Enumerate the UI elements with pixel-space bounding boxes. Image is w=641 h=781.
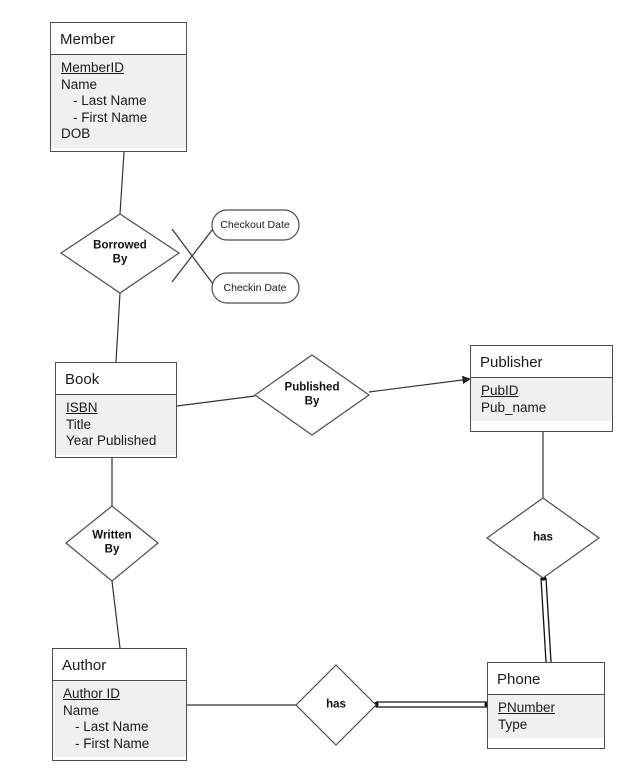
entity-phone[interactable]: Phone PNumber Type — [487, 662, 605, 749]
line-borrowedby-checkout — [171, 224, 217, 283]
entity-book[interactable]: Book ISBN Title Year Published — [55, 362, 177, 458]
attribute-author-name: Name — [63, 702, 100, 718]
double-line-has-phone — [540, 577, 552, 663]
entity-book-title: Book — [56, 363, 176, 395]
entity-publisher-attributes: PubID Pub_name — [471, 378, 612, 421]
entity-member-attributes: MemberID Name - Last Name - First Name D… — [51, 55, 186, 148]
relationship-diamond-borrowed-by[interactable] — [59, 213, 181, 294]
entity-author-title: Author — [53, 649, 186, 681]
entity-publisher-title: Publisher — [471, 346, 612, 378]
double-line-authorhas-phone — [376, 701, 487, 708]
attribute-author-id: Author ID — [63, 686, 121, 701]
entity-phone-attributes: PNumber Type — [488, 695, 604, 738]
relationship-diamond-author-has[interactable] — [295, 664, 377, 746]
attribute-year-published: Year Published — [66, 433, 157, 448]
line-borrowedby-book — [115, 292, 121, 363]
attribute-isbn: ISBN — [66, 400, 98, 415]
attribute-oval-checkout-date[interactable] — [211, 209, 300, 241]
attribute-pubid: PubID — [481, 383, 519, 398]
entity-member[interactable]: Member MemberID Name - Last Name - First… — [50, 22, 187, 152]
line-book-publishedby — [176, 395, 256, 407]
entity-book-attributes: ISBN Title Year Published — [56, 395, 176, 455]
attribute-type: Type — [498, 716, 528, 732]
attribute-pnumber: PNumber — [498, 700, 556, 715]
line-borrowedby-checkin — [171, 228, 217, 289]
line-member-borrowedby — [119, 151, 125, 215]
attribute-last-name: - Last Name — [73, 93, 147, 108]
attribute-author-last-name: - Last Name — [75, 719, 149, 734]
attribute-first-name: - First Name — [73, 109, 148, 125]
entity-phone-title: Phone — [488, 663, 604, 695]
attribute-name: Name — [61, 76, 98, 92]
line-writtenby-author — [111, 580, 121, 649]
line-publishedby-publisher-arrow — [368, 375, 471, 393]
relationship-diamond-written-by[interactable] — [65, 505, 159, 582]
attribute-pub-name: Pub_name — [481, 399, 547, 415]
attribute-dob: DOB — [61, 126, 91, 141]
entity-author[interactable]: Author Author ID Name - Last Name - Firs… — [52, 648, 187, 761]
relationship-diamond-publisher-has[interactable] — [485, 497, 601, 579]
attribute-author-first-name: - First Name — [75, 735, 150, 751]
entity-publisher[interactable]: Publisher PubID Pub_name — [470, 345, 613, 432]
entity-author-attributes: Author ID Name - Last Name - First Name — [53, 681, 186, 757]
attribute-oval-checkin-date[interactable] — [211, 272, 300, 304]
entity-member-title: Member — [51, 23, 186, 55]
relationship-diamond-published-by[interactable] — [253, 354, 371, 436]
attribute-title: Title — [66, 416, 92, 432]
attribute-memberid: MemberID — [61, 60, 125, 75]
